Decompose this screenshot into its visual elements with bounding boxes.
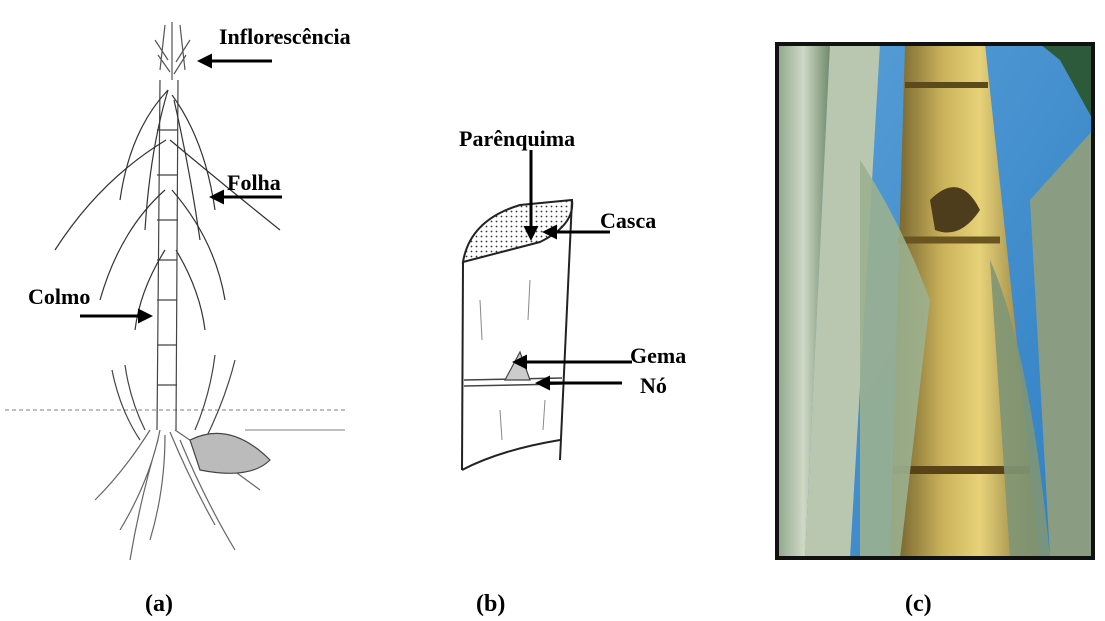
stalk-label: Colmo — [28, 286, 90, 308]
leaf-label: Folha — [227, 172, 281, 194]
caption-c: (c) — [905, 592, 932, 616]
node-label: Nó — [640, 375, 667, 397]
rind-label: Casca — [600, 210, 656, 232]
caption-b: (b) — [476, 592, 505, 616]
caption-a: (a) — [145, 592, 173, 616]
parenchyma-label: Parênquima — [459, 128, 575, 150]
sugarcane-photo — [777, 44, 1093, 558]
inflorescence-label: Inflorescência — [219, 26, 351, 48]
bud-label: Gema — [630, 345, 686, 367]
stalk-segment-drawing — [462, 200, 572, 470]
